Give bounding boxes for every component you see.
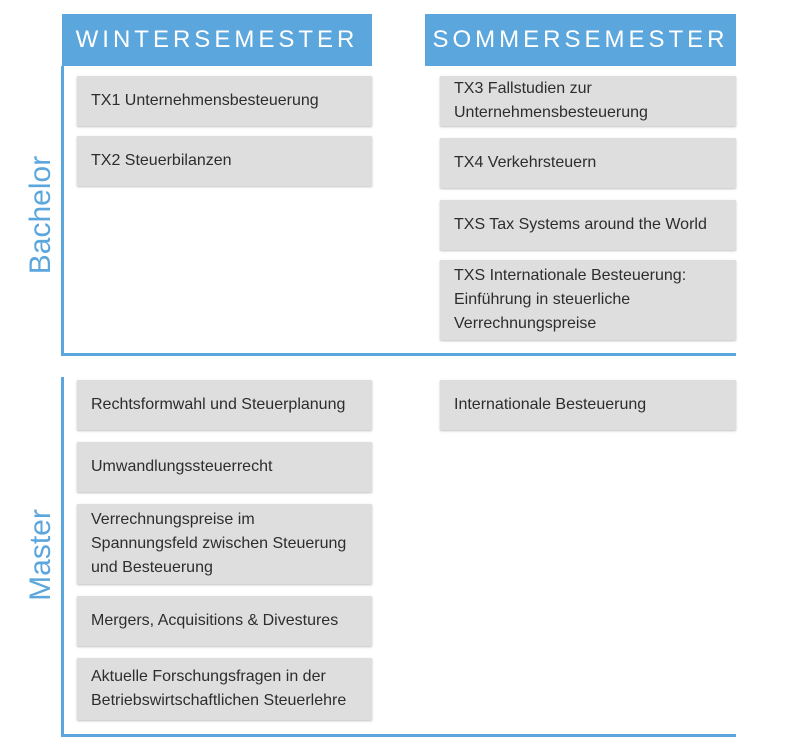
course-label: Umwandlungssteuerrecht [91,458,273,475]
course-box: TX2 Steuerbilanzen [77,136,372,186]
course-box: Umwandlungssteuerrecht [77,442,372,492]
course-box: TXS Internationale Besteuerung: Einführu… [440,260,736,340]
bachelor-bottom-line [61,353,736,356]
master-bottom-line [61,734,736,737]
course-box: Aktuelle Forschungsfragen in der Betrieb… [77,658,372,720]
course-label: Rechtsformwahl und Steuerplanung [91,396,346,413]
course-label: Internationale Besteuerung [454,396,647,413]
course-box: Rechtsformwahl und Steuerplanung [77,380,372,430]
course-box: TXS Tax Systems around the World [440,200,736,250]
course-box: TX1 Unternehmensbesteuerung [77,76,372,126]
header-wintersemester: WINTERSEMESTER [62,14,372,66]
header-wintersemester-label: WINTERSEMESTER [75,26,359,53]
course-box: TX3 Fallstudien zur Unternehmensbesteuer… [440,76,736,126]
course-box: Verrechnungspreise im Spannungsfeld zwis… [77,504,372,584]
course-label: TX3 Fallstudien zur Unternehmensbesteuer… [454,80,648,121]
course-label: TXS Tax Systems around the World [454,216,707,233]
course-label: TX2 Steuerbilanzen [91,152,232,169]
label-bachelor: Bachelor [24,155,57,275]
master-bracket-line [61,377,64,737]
course-box: Mergers, Acquisitions & Divestures [77,596,372,646]
course-label: Mergers, Acquisitions & Divestures [91,612,339,629]
course-label: Aktuelle Forschungsfragen in der Betrieb… [91,668,347,709]
course-label: TXS Internationale Besteuerung: Einführu… [454,267,687,332]
bachelor-bracket-line [61,66,64,356]
label-master: Master [24,509,57,601]
course-label: TX4 Verkehrsteuern [454,154,597,171]
course-box: TX4 Verkehrsteuern [440,138,736,188]
course-label: Verrechnungspreise im Spannungsfeld zwis… [91,511,347,576]
course-label: TX1 Unternehmensbesteuerung [91,92,319,109]
course-box: Internationale Besteuerung [440,380,736,430]
header-sommersemester-label: SOMMERSEMESTER [432,26,729,53]
header-sommersemester: SOMMERSEMESTER [425,14,736,66]
